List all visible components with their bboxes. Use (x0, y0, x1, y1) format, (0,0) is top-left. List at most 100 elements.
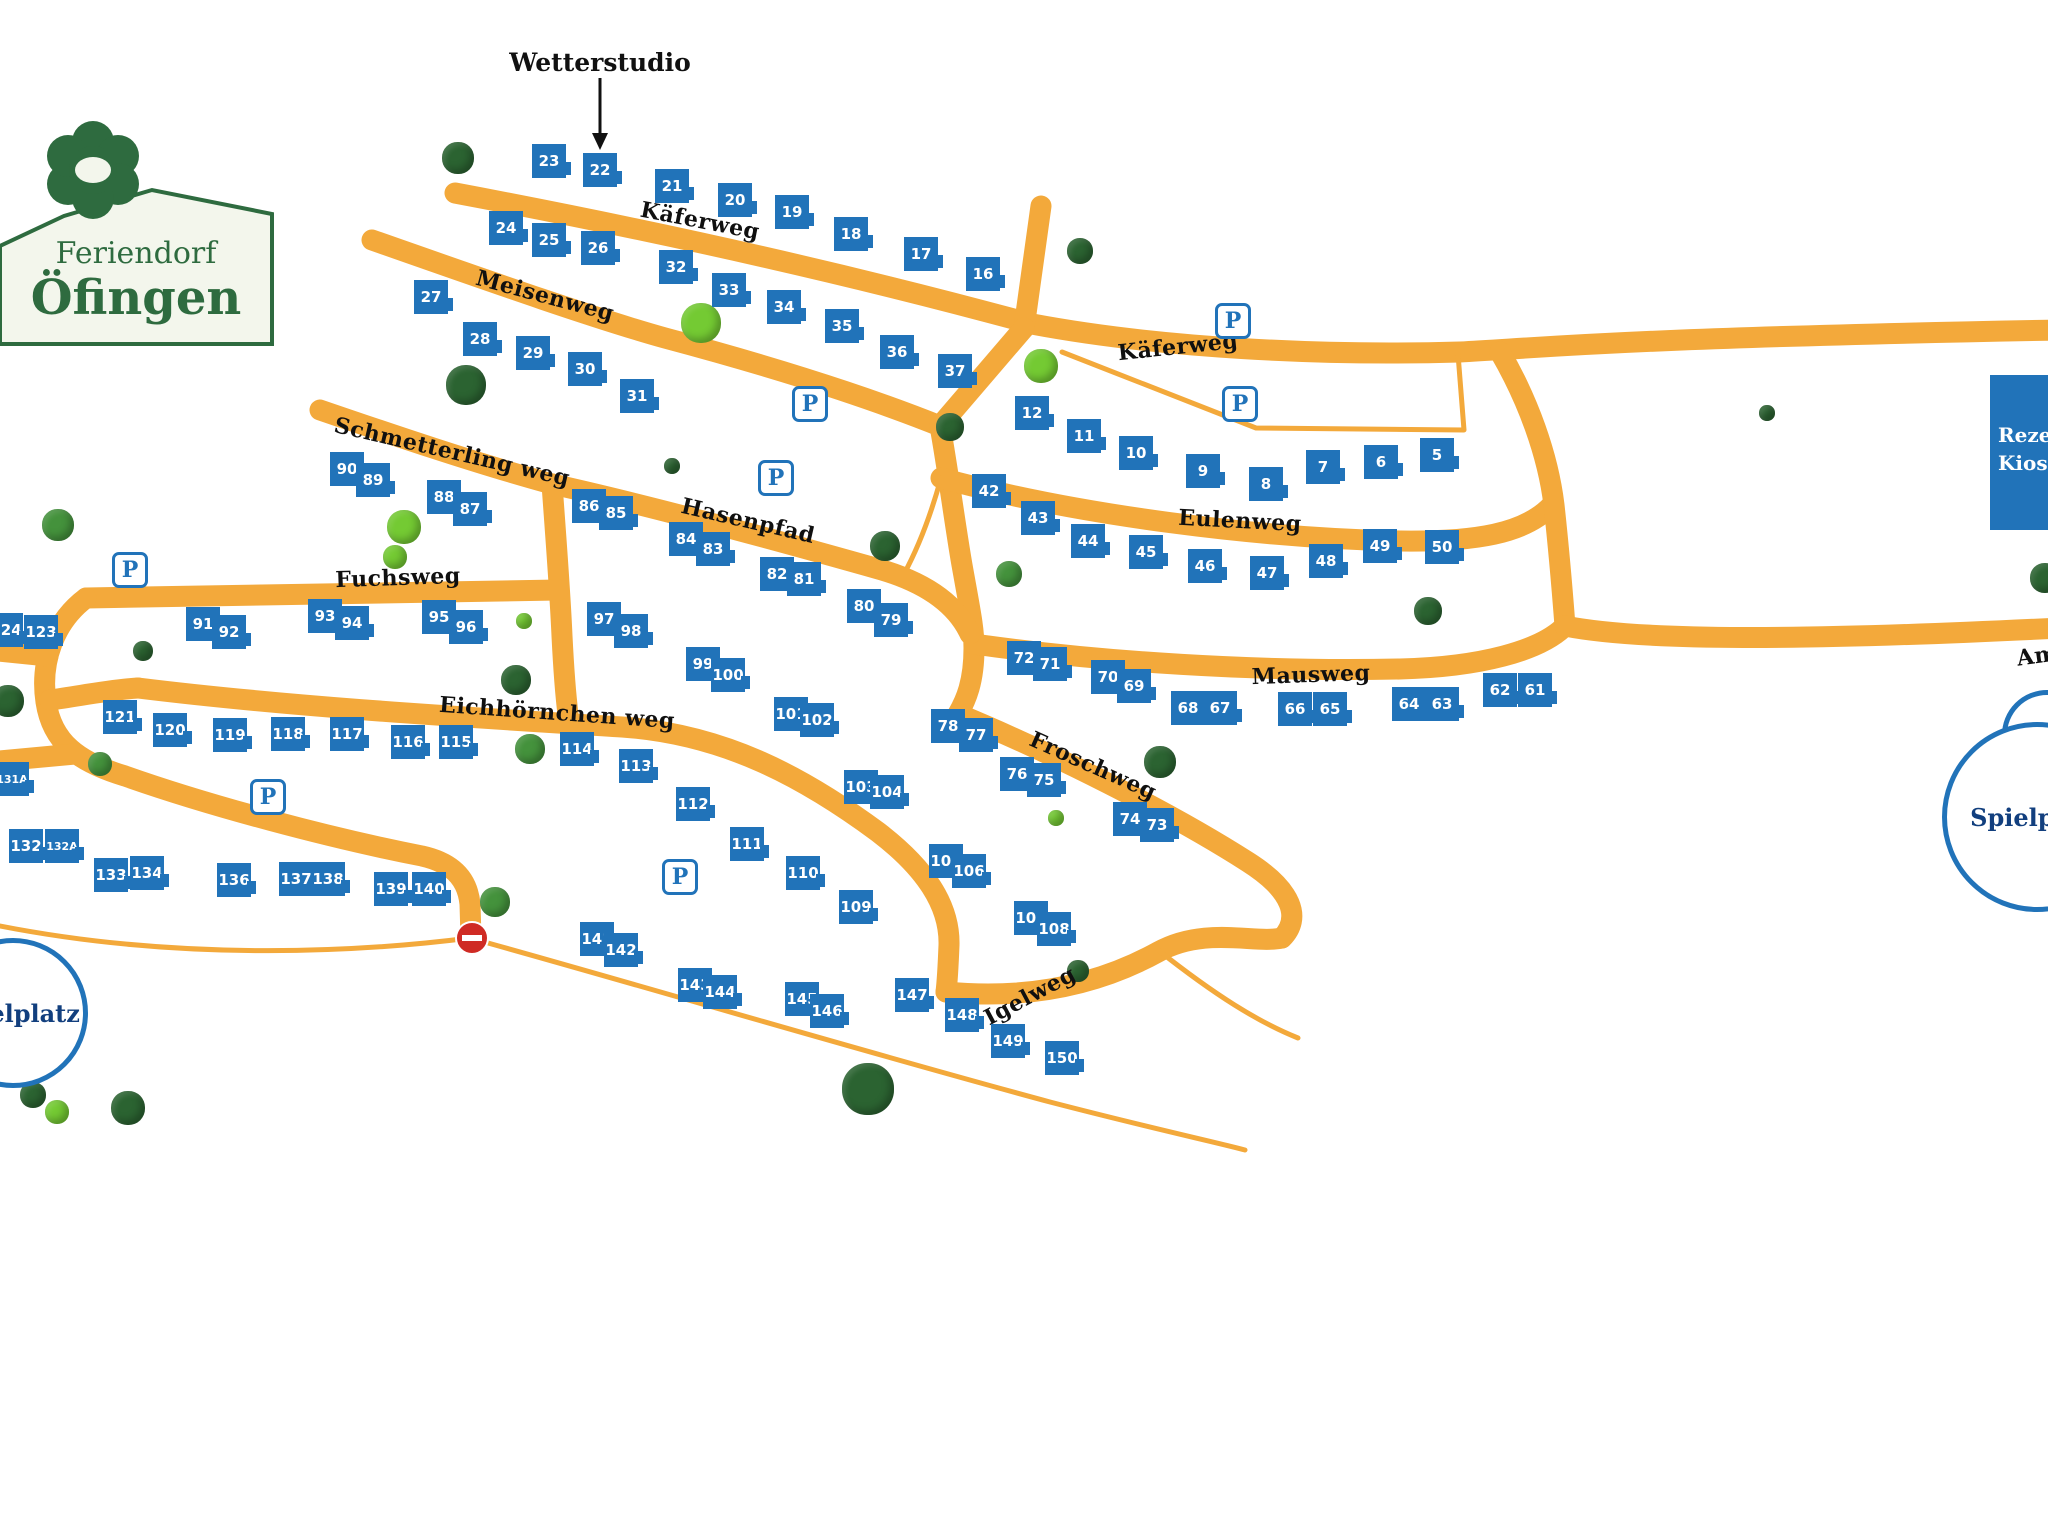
house-number: 11 (1073, 427, 1095, 445)
tree-icon (387, 510, 421, 544)
house-number: 80 (853, 597, 875, 615)
road-segment (444, 182, 1043, 335)
house-marker-136: 136 (217, 863, 256, 897)
house-number: 95 (428, 608, 450, 626)
road-segment (929, 317, 1035, 437)
road-segment (935, 926, 1293, 1005)
house-marker-85: 85 (599, 496, 638, 530)
kiosk-label: Kiosk (1998, 451, 2048, 475)
house-marker-150: 150 (1045, 1041, 1084, 1075)
house-marker-66: 66 (1278, 692, 1317, 726)
house-number: 113 (620, 757, 652, 775)
house-marker-142: 142 (604, 933, 643, 967)
house-number: 108 (1038, 920, 1070, 938)
house-marker-89: 89 (356, 463, 395, 497)
tree-icon (383, 545, 407, 569)
house-number: 20 (724, 191, 746, 209)
house-marker-148: 148 (945, 998, 984, 1032)
house-marker-133: 133 (94, 858, 133, 892)
house-number: 67 (1209, 699, 1231, 717)
house-number: 111 (731, 835, 763, 853)
house-number: 44 (1077, 532, 1099, 550)
house-number: 76 (1006, 765, 1028, 783)
house-marker-149: 149 (991, 1024, 1030, 1058)
house-marker-111: 111 (730, 827, 769, 861)
house-number: 100 (712, 666, 744, 684)
house-number: 35 (831, 317, 853, 335)
house-number: 75 (1033, 771, 1055, 789)
house-marker-83: 83 (696, 532, 735, 566)
spielplatz-right-label: Spielplatz (1970, 802, 2048, 832)
house-number: 27 (420, 288, 442, 306)
house-number: 114 (561, 740, 593, 758)
tree-icon (664, 458, 680, 474)
house-number: 93 (314, 607, 336, 625)
house-number: 109 (840, 898, 872, 916)
house-number: 121 (104, 708, 136, 726)
house-marker-30: 30 (568, 352, 607, 386)
house-number: 7 (1317, 458, 1329, 476)
house-marker-64: 64 (1392, 687, 1431, 721)
house-marker-44: 44 (1071, 524, 1110, 558)
house-marker-33: 33 (712, 273, 751, 307)
road-segment (1489, 341, 1576, 637)
house-marker-26: 26 (581, 231, 620, 265)
house-number: 89 (362, 471, 384, 489)
parking-sign-icon: P (662, 859, 698, 895)
house-marker-46: 46 (1188, 549, 1227, 583)
house-number: 42 (978, 482, 1000, 500)
tree-icon (996, 561, 1022, 587)
parking-sign-icon: P (792, 386, 828, 422)
house-number: 33 (718, 281, 740, 299)
house-marker-138: 138 (311, 862, 350, 896)
house-number: 78 (937, 717, 959, 735)
tree-icon (516, 613, 532, 629)
house-marker-110: 110 (786, 856, 825, 890)
house-number: 123 (25, 623, 57, 641)
tree-icon (88, 752, 112, 776)
house-number: 110 (787, 864, 819, 882)
house-marker-47: 47 (1250, 556, 1289, 590)
house-marker-112: 112 (676, 787, 715, 821)
street-label: Fuchsweg (334, 562, 462, 594)
tree-icon (936, 413, 964, 441)
house-marker-27: 27 (414, 280, 453, 314)
tree-icon (111, 1091, 145, 1125)
house-marker-92: 92 (212, 615, 251, 649)
house-marker-8: 8 (1249, 467, 1288, 501)
house-number: 104 (871, 783, 903, 801)
house-number: 98 (620, 622, 642, 640)
house-number: 16 (972, 265, 994, 283)
house-number: 71 (1039, 655, 1061, 673)
road-segment (1554, 615, 2048, 649)
house-number: 24 (495, 219, 517, 237)
house-number: 25 (538, 231, 560, 249)
house-marker-113: 113 (619, 749, 658, 783)
house-marker-100: 100 (711, 658, 750, 692)
house-number: 143 (679, 976, 711, 994)
house-number: 65 (1319, 700, 1341, 718)
house-marker-73: 73 (1140, 808, 1179, 842)
house-number: 91 (192, 615, 214, 633)
parking-sign-icon: P (1215, 303, 1251, 339)
tree-icon (842, 1063, 894, 1115)
footpath-segment (901, 475, 944, 577)
tree-icon (42, 509, 74, 541)
house-marker-63: 63 (1425, 687, 1464, 721)
house-marker-94: 94 (335, 606, 374, 640)
house-number: 142 (605, 941, 637, 959)
house-marker-114: 114 (560, 732, 599, 766)
house-number: 73 (1146, 816, 1168, 834)
parking-sign-icon: P (112, 552, 148, 588)
house-number: 23 (538, 152, 560, 170)
house-number: 131A (0, 772, 28, 786)
house-number: 99 (692, 655, 714, 673)
flower-icon (47, 121, 139, 219)
house-marker-109: 109 (839, 890, 878, 924)
parking-sign-icon: P (250, 779, 286, 815)
house-marker-124: 124 (0, 613, 28, 647)
house-marker-144: 144 (703, 975, 742, 1009)
house-number: 29 (522, 344, 544, 362)
rezeption-label: Rezeption (1998, 423, 2048, 447)
house-number: 74 (1119, 810, 1141, 828)
